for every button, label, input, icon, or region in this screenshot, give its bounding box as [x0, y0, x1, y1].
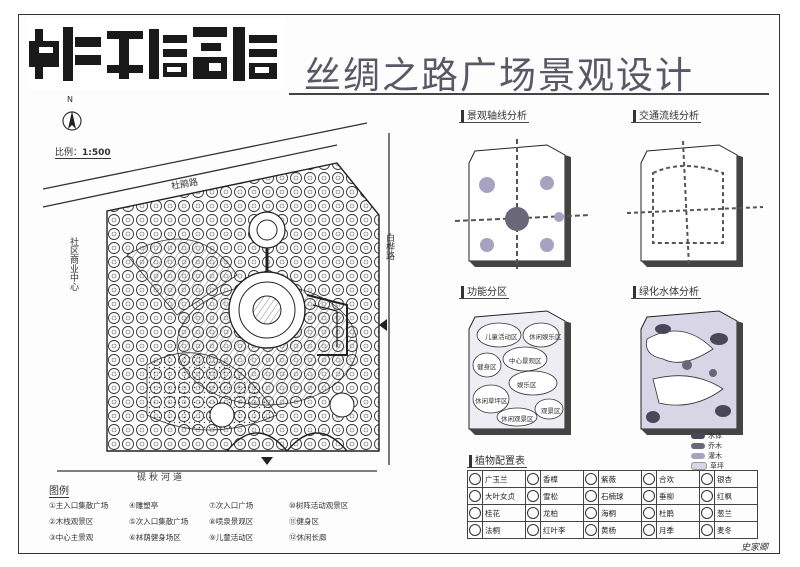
plant-name: 红叶李: [540, 521, 584, 539]
green-water-legend: 水体 乔木 灌木 草坪: [691, 431, 771, 471]
plant-icon: [467, 470, 483, 488]
plant-table: 广玉兰香樟紫薇合欢银杏大叶女贞雪松石楠球垂柳红枫桂花龙柏海桐杜鹃葱兰法桐红叶李黄…: [467, 470, 758, 539]
plant-icon: [641, 470, 657, 488]
function-zone-label: 功能分区: [459, 283, 509, 299]
legend-lawn: 草坪: [691, 461, 771, 471]
plant-name: 葱兰: [714, 504, 758, 522]
plant-name: 香樟: [540, 470, 584, 488]
table-row: 法桐红叶李黄杨月季麦冬: [467, 521, 758, 539]
zone-label: 健身区: [477, 363, 497, 371]
traffic-analysis-label: 交通流线分析: [631, 107, 701, 123]
plant-name: 石楠球: [598, 487, 642, 505]
plant-name: 杜鹃: [656, 504, 700, 522]
plant-icon: [641, 504, 657, 522]
road-label-east: 白桦路: [384, 233, 394, 260]
legend-title: 图例: [49, 482, 69, 498]
north-arrow-icon: [62, 111, 82, 131]
plant-icon: [525, 504, 541, 522]
zone-label: 休闲观景区: [501, 415, 534, 423]
legend-item: ⑨儿童活动区: [209, 533, 254, 542]
table-row: 桂花龙柏海桐杜鹃葱兰: [467, 504, 758, 522]
legend-item: ①主入口集散广场: [49, 501, 109, 510]
zone-label: 中心景观区: [509, 357, 542, 365]
plant-icon: [525, 470, 541, 488]
plant-icon: [641, 487, 657, 505]
plant-icon: [699, 470, 715, 488]
legend-item: ②木栈观景区: [49, 517, 94, 526]
zone-label: 儿童活动区: [485, 333, 518, 341]
plant-icon: [467, 504, 483, 522]
zone-label: 娱乐区: [517, 381, 537, 389]
legend-shrub: 灌木: [691, 451, 771, 461]
zone-label: 观景区: [541, 407, 561, 415]
signature: 史家卿: [741, 543, 769, 553]
table-row: 广玉兰香樟紫薇合欢银杏: [467, 470, 758, 488]
plant-icon: [467, 487, 483, 505]
traffic-analysis-diagram: [626, 140, 764, 268]
plant-icon: [467, 521, 483, 539]
green-water-diagram: [640, 310, 743, 435]
plant-name: 雪松: [540, 487, 584, 505]
plant-icon: [583, 487, 599, 505]
decorative-title-logo: [25, 19, 287, 89]
axis-analysis-label: 景观轴线分析: [459, 107, 529, 123]
plant-name: 红枫: [714, 487, 758, 505]
axis-analysis-diagram: [454, 139, 592, 269]
plant-name: 合欢: [656, 470, 700, 488]
legend-item: ④雕塑亭: [129, 501, 159, 510]
plant-icon: [699, 487, 715, 505]
map-legend: 图例 ①主入口集散广场 ④雕塑亭 ⑦次入口广场 ⑩树阵活动观景区 ②木栈观景区 ⑤次入口集…: [49, 482, 379, 552]
plant-name: 麦冬: [714, 521, 758, 539]
legend-item: ⑦次入口广场: [209, 501, 254, 510]
legend-item: ⑥林荫健身场区: [129, 533, 181, 542]
plant-icon: [641, 521, 657, 539]
plant-name: 法桐: [482, 521, 526, 539]
north-label: N: [67, 95, 73, 104]
zone-label: 休闲娱乐区: [529, 333, 562, 341]
drawing-sheet: 丝绸之路广场景观设计 N 比例：1:500: [18, 14, 780, 554]
zone-labels: 儿童活动区 休闲娱乐区 中心景观区 健身区 娱乐区 休闲草坪区 观景区 休闲观景…: [451, 299, 597, 443]
site-plan: [42, 122, 390, 472]
legend-tree: 乔木: [691, 441, 771, 451]
road-label-south: 砚秋河道: [137, 473, 186, 483]
scale-label: 比例：1:500: [55, 145, 111, 159]
legend-water: 水体: [691, 431, 771, 441]
legend-item: ⑧喷泉景观区: [209, 517, 254, 526]
legend-item: ⑩树阵活动观景区: [289, 501, 349, 510]
page-title: 丝绸之路广场景观设计: [304, 54, 694, 97]
plant-icon: [583, 470, 599, 488]
plant-icon: [699, 504, 715, 522]
plant-name: 广玉兰: [482, 470, 526, 488]
plant-icon: [525, 521, 541, 539]
plant-table-label: 植物配置表: [467, 452, 527, 468]
plant-name: 银杏: [714, 470, 758, 488]
plant-icon: [583, 504, 599, 522]
legend-item: ③中心主景观: [49, 533, 94, 542]
table-row: 大叶女贞雪松石楠球垂柳红枫: [467, 487, 758, 505]
plant-name: 月季: [656, 521, 700, 539]
function-zone-diagram: [468, 310, 571, 435]
plant-icon: [699, 521, 715, 539]
plant-name: 海桐: [598, 504, 642, 522]
plant-name: 龙柏: [540, 504, 584, 522]
plant-icon: [525, 487, 541, 505]
plant-name: 黄杨: [598, 521, 642, 539]
road-label-west: 社区商业中心: [68, 237, 78, 291]
legend-item: ⑫休闲长廊: [289, 533, 327, 542]
plant-icon: [583, 521, 599, 539]
title-underline: [289, 93, 769, 95]
plant-name: 紫薇: [598, 470, 642, 488]
legend-item: ⑪健身区: [289, 517, 319, 526]
legend-item: ⑤次入口集散广场: [129, 517, 189, 526]
green-water-label: 绿化水体分析: [631, 283, 701, 299]
plant-name: 大叶女贞: [482, 487, 526, 505]
plant-name: 桂花: [482, 504, 526, 522]
plant-name: 垂柳: [656, 487, 700, 505]
zone-label: 休闲草坪区: [475, 397, 508, 405]
